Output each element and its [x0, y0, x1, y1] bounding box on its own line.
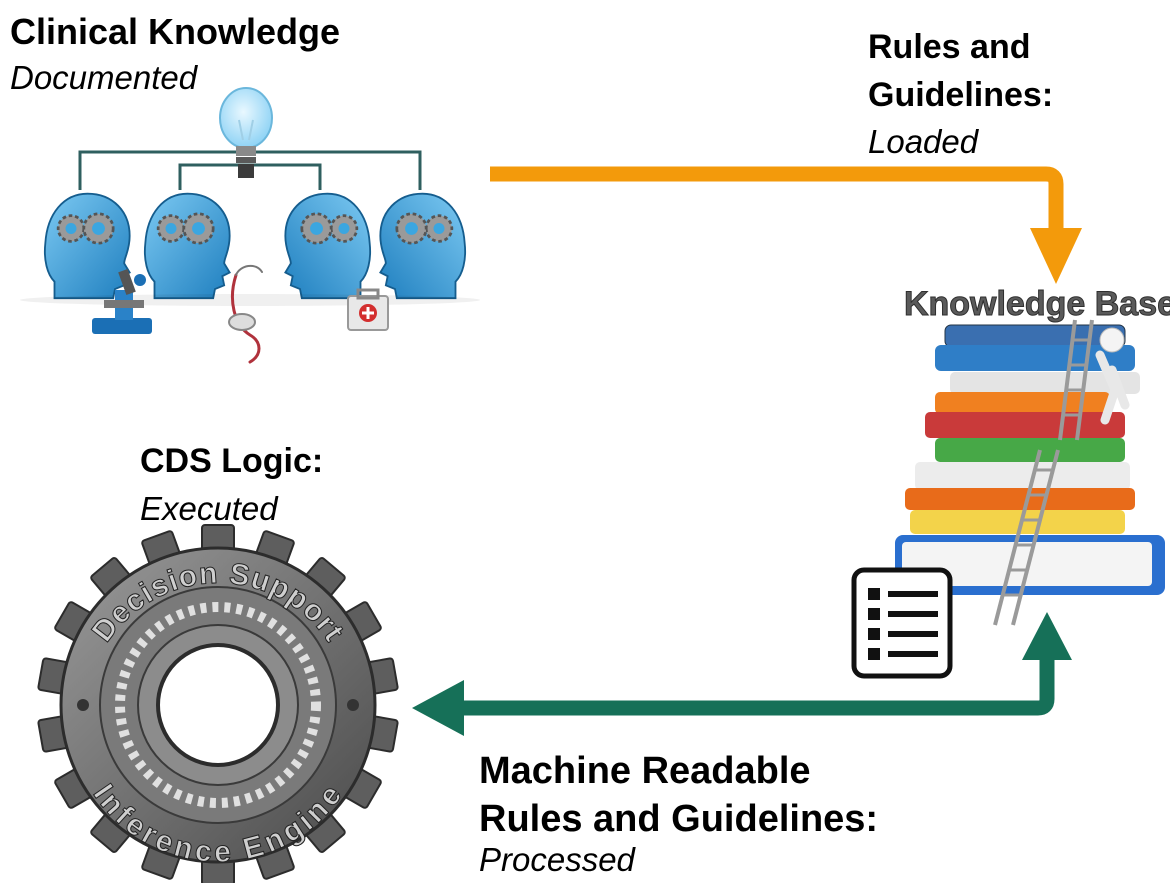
- head-gears-icon: [143, 192, 232, 300]
- machine-subtitle: Processed: [479, 841, 635, 878]
- rules-title-line1: Rules and: [868, 28, 1031, 66]
- checklist-icon: [851, 567, 953, 679]
- rules-title-line2: Guidelines:: [868, 76, 1054, 114]
- first-aid-kit-icon: [347, 288, 389, 331]
- loaded-arrow: [490, 166, 1082, 284]
- stethoscope-icon: [228, 264, 263, 364]
- head-gears-icon: [283, 192, 372, 300]
- machine-title-line2: Rules and Guidelines:: [479, 798, 879, 840]
- processed-arrow: [412, 612, 1072, 736]
- head-gears-icon: [43, 192, 132, 300]
- rules-subtitle: Loaded: [868, 123, 979, 160]
- light-bulb-icon: [219, 87, 273, 178]
- cds-logic-title: CDS Logic:: [140, 442, 324, 480]
- knowledge-base-sign: Knowledge Base: [904, 285, 1170, 323]
- gear-icon: Decision Support Inference Engine: [37, 524, 399, 883]
- knowledge-base-illustration: Knowledge Base: [851, 285, 1170, 679]
- clinical-knowledge-illustration: [20, 87, 480, 364]
- ladder-icon: [993, 319, 1094, 626]
- person-figure: [1095, 327, 1130, 425]
- microscope-icon: [92, 269, 152, 334]
- machine-title-line1: Machine Readable: [479, 750, 811, 792]
- clinical-knowledge-title: Clinical Knowledge: [10, 11, 341, 52]
- head-gears-icon: [378, 192, 467, 300]
- clinical-knowledge-subtitle: Documented: [10, 59, 198, 96]
- cds-logic-subtitle: Executed: [140, 490, 278, 527]
